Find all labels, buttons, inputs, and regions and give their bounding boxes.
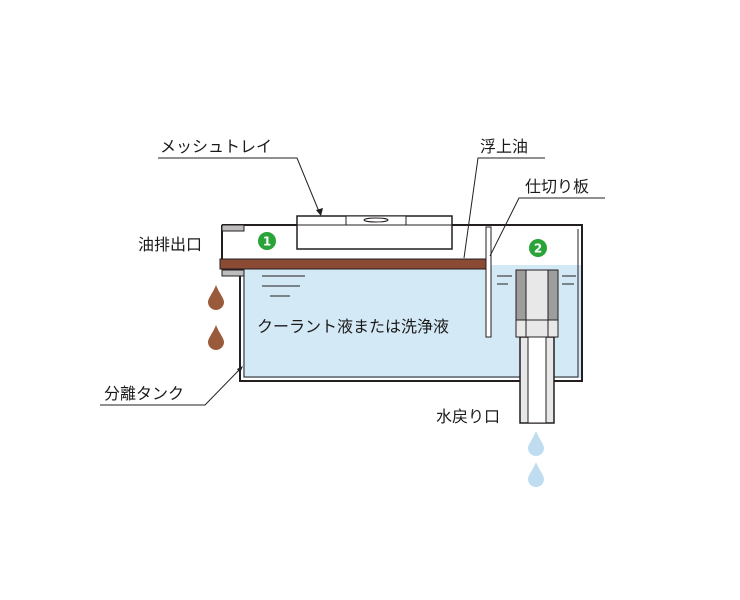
label-water-return: 水戻り口	[436, 407, 500, 426]
water-drop-1	[528, 431, 544, 456]
mesh-tray-handle	[345, 215, 407, 226]
water-return-pipe-inner	[527, 336, 547, 424]
label-liquid: クーラント液または洗浄液	[257, 317, 449, 336]
label-floating-oil: 浮上油	[480, 137, 528, 156]
water-return-pipe-collar	[515, 319, 559, 338]
mesh-tray-slot	[363, 217, 389, 223]
oil-layer	[219, 258, 491, 270]
marker-1: 1	[258, 232, 276, 250]
leader-floating-oil	[463, 157, 545, 259]
leader-lines	[100, 157, 605, 406]
marker-2-text: 2	[534, 242, 542, 256]
label-mesh-tray: メッシュトレイ	[160, 137, 272, 156]
leader-separation-tank	[100, 366, 243, 406]
leader-mesh-tray	[158, 157, 321, 215]
label-partition: 仕切り板	[525, 177, 589, 196]
leader-partition	[489, 197, 605, 257]
marker-2: 2	[529, 239, 547, 257]
leader-mesh-tray-arrow	[316, 208, 323, 216]
water-surface-lines	[262, 275, 576, 297]
oil-outlet-lower-block	[221, 269, 245, 277]
partition-plate	[485, 226, 492, 338]
tank-outline	[222, 224, 583, 382]
leader-separation-tank-arrow	[237, 366, 243, 373]
water-drop-2	[528, 462, 544, 487]
oil-drop-1	[208, 285, 224, 310]
oil-outlet-block	[221, 224, 245, 232]
oil-drop-2	[208, 325, 224, 350]
water-return-pipe-upper	[525, 269, 549, 321]
label-oil-outlet: 油排出口	[138, 235, 202, 254]
marker-1-text: 1	[263, 235, 271, 249]
label-separation-tank: 分離タンク	[104, 384, 184, 403]
tank-inner-outline	[243, 229, 579, 378]
